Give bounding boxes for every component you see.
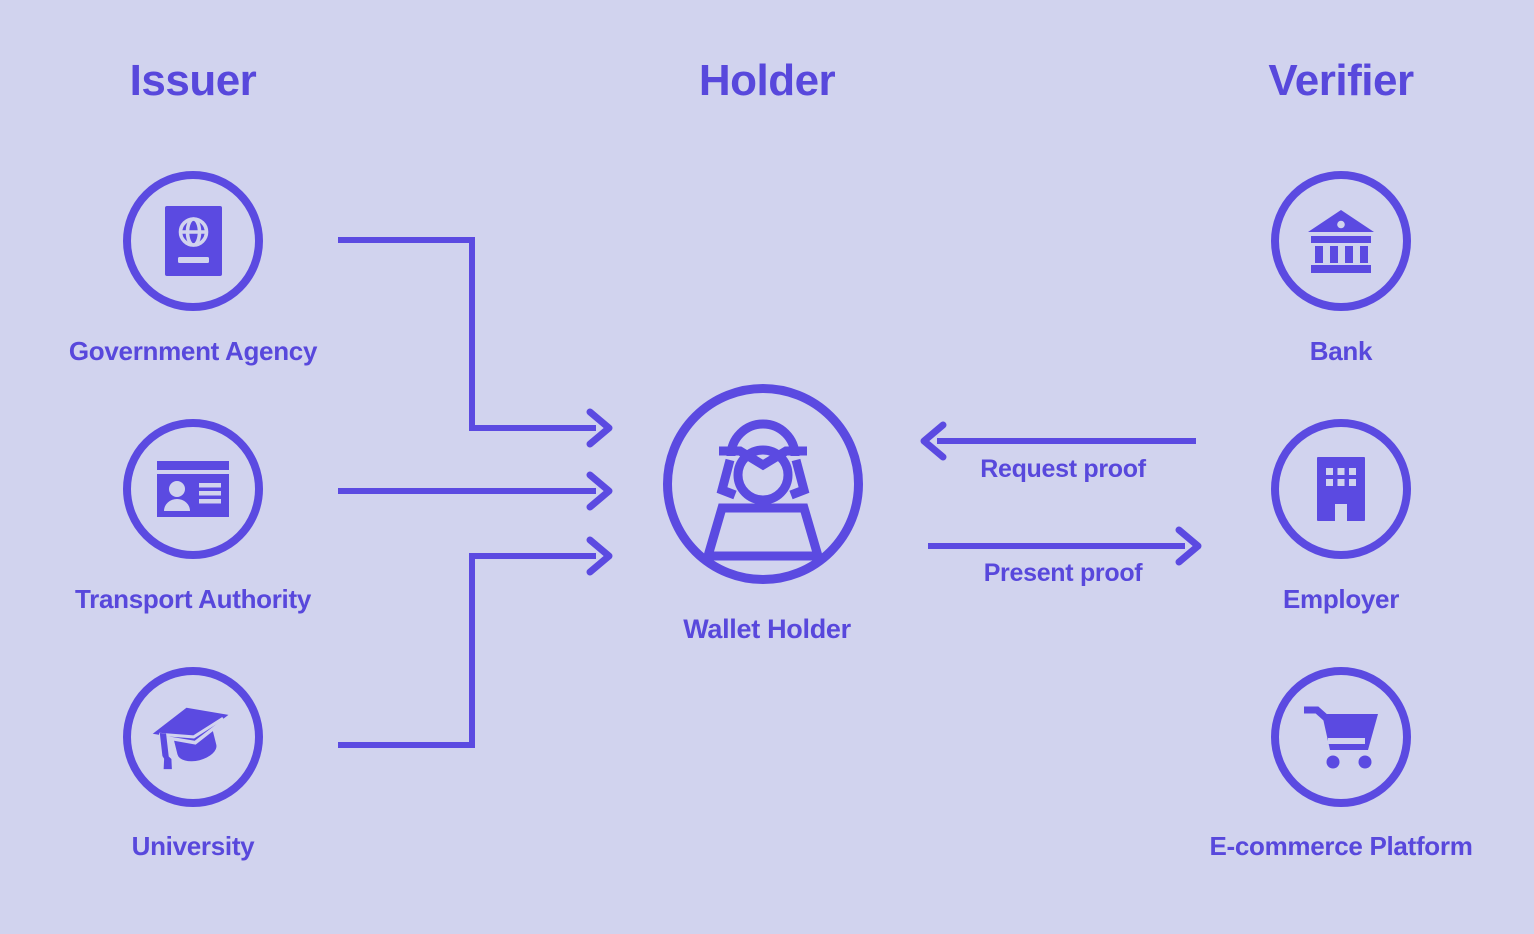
ecommerce-platform-node — [1271, 667, 1411, 807]
university-label: University — [131, 831, 255, 861]
transport-authority-label: Transport Authority — [74, 584, 311, 614]
government-agency-node — [123, 171, 263, 311]
bank-label: Bank — [1309, 336, 1373, 366]
request-proof-arrow — [920, 421, 1196, 461]
holder-column-header: Holder — [698, 56, 836, 105]
request-proof-label: Request proof — [980, 455, 1146, 483]
bank-icon — [1308, 209, 1374, 273]
wallet-holder-person-icon — [704, 419, 822, 561]
verifier-column-header: Verifier — [1268, 56, 1414, 105]
arrow-transport-authority-to-holder — [338, 471, 613, 511]
university-node — [123, 667, 263, 807]
shopping-cart-icon — [1304, 706, 1378, 769]
office-building-icon — [1317, 457, 1365, 521]
transport-authority-node — [123, 419, 263, 559]
wallet-holder-label: Wallet Holder — [683, 614, 851, 644]
wallet-holder-node — [663, 384, 863, 584]
issuer-column-header: Issuer — [129, 56, 257, 105]
arrow-government-agency-to-holder — [338, 237, 613, 448]
present-proof-arrow — [928, 526, 1202, 566]
government-agency-label: Government Agency — [68, 336, 318, 366]
present-proof-label: Present proof — [983, 559, 1143, 587]
employer-label: Employer — [1282, 584, 1400, 614]
ecommerce-platform-label: E-commerce Platform — [1209, 831, 1473, 861]
id-card-icon — [157, 461, 229, 517]
employer-node — [1271, 419, 1411, 559]
arrow-university-to-holder — [338, 536, 613, 748]
passport-icon — [164, 206, 222, 276]
graduation-cap-icon — [152, 707, 229, 770]
bank-node — [1271, 171, 1411, 311]
